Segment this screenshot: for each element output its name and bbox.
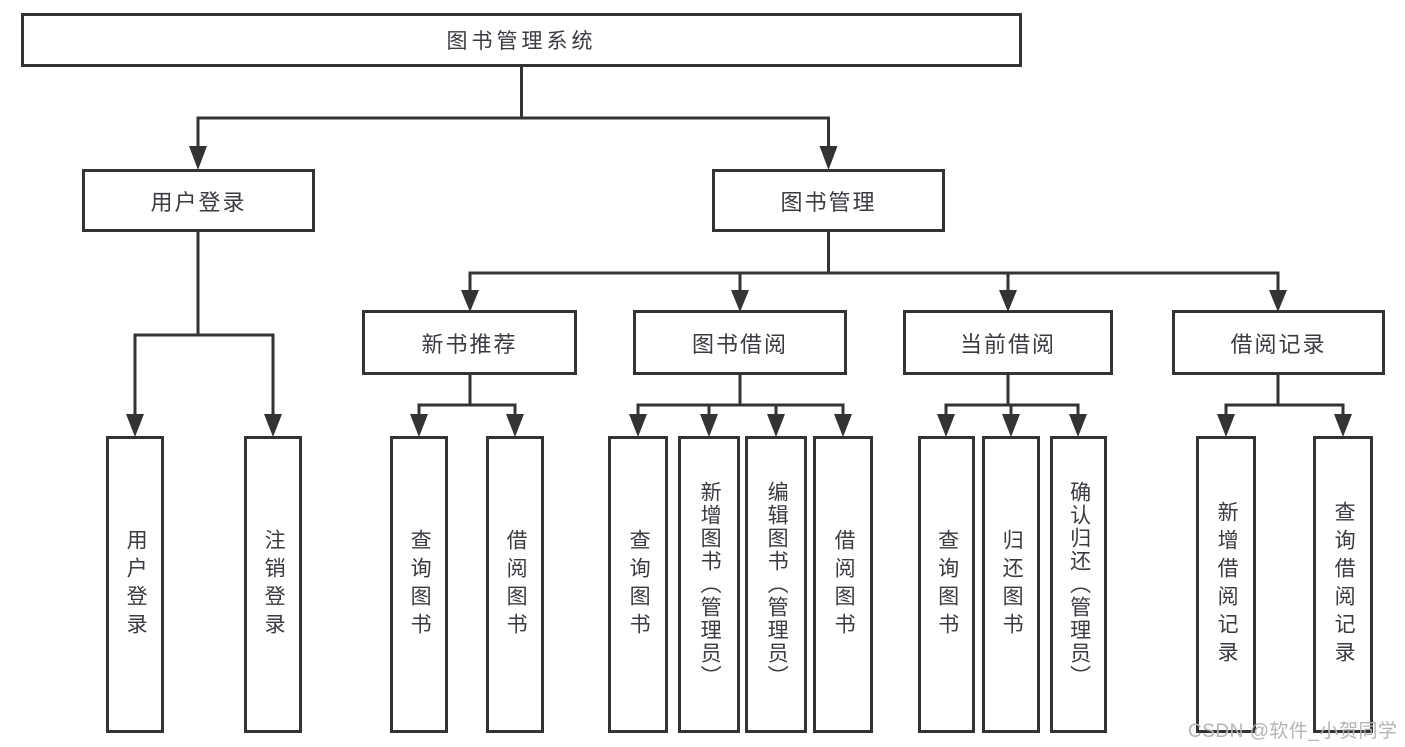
leaf-cb-query-books: 查询图书 bbox=[918, 436, 975, 733]
node-root-label: 图书管理系统 bbox=[446, 30, 597, 53]
node-borrowing-records: 借阅记录 bbox=[1172, 310, 1385, 375]
node-user-login-label: 用户登录 bbox=[150, 189, 247, 215]
leaf-nb-query-books-label: 查询图书 bbox=[408, 528, 432, 641]
node-new-book-recommendation-label: 新书推荐 bbox=[421, 331, 518, 357]
leaf-cb-confirm-return-admin-label: 确认归还（管理员） bbox=[1067, 481, 1091, 688]
connector-paths bbox=[133, 66, 1345, 416]
node-borrowing-records-label: 借阅记录 bbox=[1230, 331, 1327, 357]
leaf-br-add-record: 新增借阅记录 bbox=[1196, 436, 1256, 733]
leaf-br-query-record: 查询借阅记录 bbox=[1313, 436, 1373, 733]
node-book-borrowing-label: 图书借阅 bbox=[691, 331, 788, 357]
leaf-bb-edit-books-admin-label: 编辑图书（管理员） bbox=[765, 481, 789, 688]
leaf-bb-query-books-label: 查询图书 bbox=[627, 528, 651, 641]
node-new-book-recommendation: 新书推荐 bbox=[362, 310, 577, 375]
leaf-user-login-label: 用户登录 bbox=[124, 528, 148, 641]
node-book-borrowing: 图书借阅 bbox=[633, 310, 847, 375]
leaf-bb-query-books: 查询图书 bbox=[608, 436, 668, 733]
leaf-nb-borrow-books-label: 借阅图书 bbox=[504, 528, 528, 641]
leaf-bb-borrow-books-label: 借阅图书 bbox=[832, 528, 856, 641]
node-current-borrowing: 当前借阅 bbox=[903, 310, 1113, 375]
leaf-bb-borrow-books: 借阅图书 bbox=[813, 436, 873, 733]
node-user-login: 用户登录 bbox=[82, 169, 315, 232]
leaf-user-login: 用户登录 bbox=[106, 436, 164, 733]
leaf-cb-query-books-label: 查询图书 bbox=[935, 528, 959, 641]
node-book-management-label: 图书管理 bbox=[780, 189, 877, 215]
leaf-logout-login-label: 注销登录 bbox=[262, 528, 286, 641]
leaf-br-query-record-label: 查询借阅记录 bbox=[1332, 500, 1356, 669]
leaf-logout-login: 注销登录 bbox=[244, 436, 302, 733]
leaf-cb-return-books-label: 归还图书 bbox=[1000, 528, 1024, 641]
leaf-bb-edit-books-admin: 编辑图书（管理员） bbox=[745, 436, 807, 733]
arrowhead-icons bbox=[126, 146, 1352, 437]
leaf-nb-query-books: 查询图书 bbox=[390, 436, 448, 733]
leaf-nb-borrow-books: 借阅图书 bbox=[486, 436, 544, 733]
node-root: 图书管理系统 bbox=[21, 13, 1022, 67]
leaf-cb-return-books: 归还图书 bbox=[982, 436, 1040, 733]
leaf-bb-add-books-admin: 新增图书（管理员） bbox=[678, 436, 740, 733]
leaf-cb-confirm-return-admin: 确认归还（管理员） bbox=[1050, 436, 1107, 733]
node-book-management: 图书管理 bbox=[712, 169, 945, 232]
leaf-br-add-record-label: 新增借阅记录 bbox=[1215, 500, 1239, 669]
watermark: CSDN @软件_小贺同学 bbox=[1188, 721, 1398, 742]
node-current-borrowing-label: 当前借阅 bbox=[959, 331, 1056, 357]
leaf-bb-add-books-admin-label: 新增图书（管理员） bbox=[698, 481, 722, 688]
